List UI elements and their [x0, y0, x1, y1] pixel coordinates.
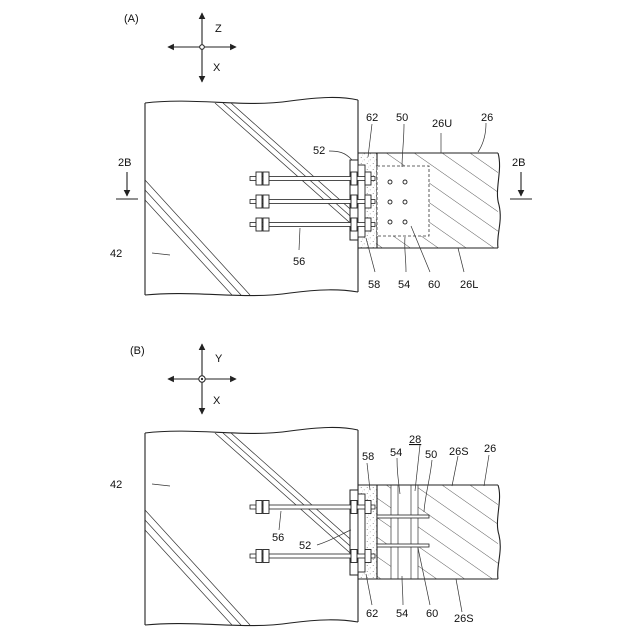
- ref-26s-top-b: 26S: [449, 446, 469, 458]
- ref-50-b: 50: [425, 449, 437, 461]
- ref-54-bottom-b: 54: [396, 608, 408, 620]
- axis-indicator-a: Z X: [168, 13, 236, 82]
- ref-26s-bottom-b: 26S: [454, 613, 474, 625]
- panel-b-label: (B): [130, 345, 145, 357]
- ref-54-b: 54: [390, 447, 402, 459]
- beam-26-b: [377, 485, 500, 579]
- ref-62-b: 62: [366, 608, 378, 620]
- ref-56-b: 56: [272, 532, 284, 544]
- ref-26-a: 26: [481, 112, 493, 124]
- axis-down-label-b: X: [213, 395, 221, 407]
- ref-28-b: 28: [409, 434, 421, 446]
- section-mark-right-a: 2B: [510, 157, 532, 199]
- axis-up-label-a: Z: [215, 23, 222, 35]
- ref-60-b: 60: [426, 608, 438, 620]
- ref-60-a: 60: [428, 279, 440, 291]
- panel-b: (B) Y X: [110, 344, 500, 626]
- panel-a-label: (A): [124, 13, 139, 25]
- ref-50-a: 50: [396, 112, 408, 124]
- ref-26-b: 26: [484, 443, 496, 455]
- ref-52-a: 52: [313, 145, 325, 157]
- ref-26l-a: 26L: [460, 279, 478, 291]
- section-right-label-a: 2B: [512, 157, 525, 169]
- ref-42-a: 42: [110, 248, 122, 260]
- column-42-a: [145, 97, 358, 295]
- ref-62-a: 62: [366, 112, 378, 124]
- ref-42-b: 42: [110, 479, 122, 491]
- panel-a: (A) Z X: [110, 13, 532, 296]
- axis-down-label-a: X: [213, 62, 221, 74]
- column-42-b: [145, 427, 358, 625]
- ref-26u-a: 26U: [432, 118, 452, 130]
- section-left-label-a: 2B: [118, 157, 131, 169]
- ref-58-b: 58: [362, 451, 374, 463]
- ref-56-a: 56: [293, 256, 305, 268]
- axis-indicator-b: Y X: [168, 344, 236, 414]
- ref-58-a: 58: [368, 279, 380, 291]
- axis-up-label-b: Y: [215, 353, 223, 365]
- ref-52-b: 52: [299, 540, 311, 552]
- ref-54-a: 54: [398, 279, 410, 291]
- section-mark-left-a: 2B: [116, 157, 138, 199]
- anchor-bolts-56-a: [250, 172, 375, 231]
